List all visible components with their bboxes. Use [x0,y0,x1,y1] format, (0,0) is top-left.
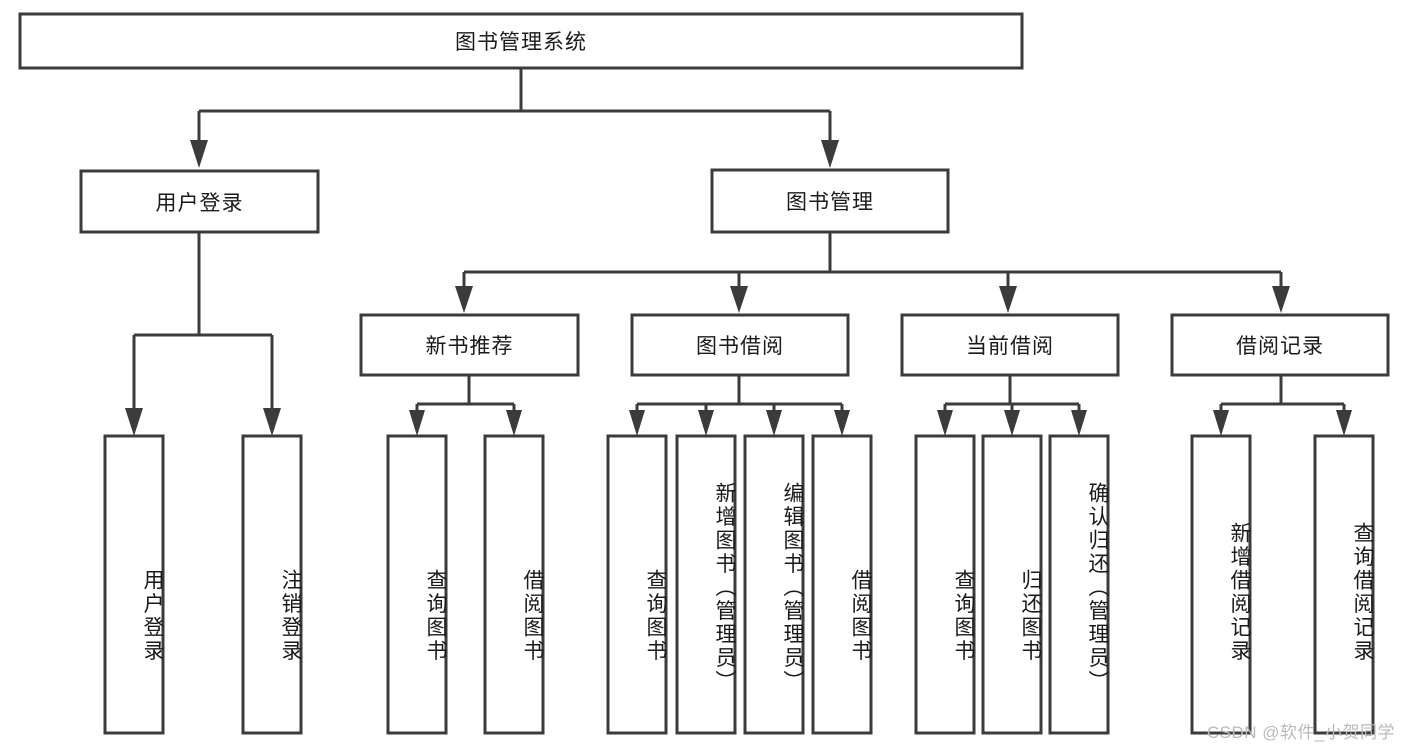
node-box-book-mgmt[interactable] [710,168,950,234]
arrow-head-book-mgmt [821,140,839,168]
arrow-head-leaf-user-login-1 [125,408,143,436]
arrow-head-leaf-user-login-2 [263,408,281,436]
arrow-head-leaf-borrow-record-2 [1336,410,1352,436]
arrow-head-leaf-book-borrow-2 [698,410,714,436]
connector-group-book-mgmt [455,232,1290,313]
arrow-head-user-login [190,140,208,168]
arrow-head-leaf-current-borrow-1 [937,410,953,436]
node-box-leaf-current-borrow-2[interactable] [981,434,1043,735]
node-box-leaf-user-login-1[interactable] [103,434,165,735]
arrow-head-borrow-record [1272,286,1290,313]
node-box-root[interactable] [18,12,1024,70]
node-box-borrow-record[interactable] [1170,313,1390,377]
node-box-leaf-book-borrow-2[interactable] [675,434,737,735]
arrow-head-leaf-new-book-2 [506,410,522,436]
node-box-leaf-current-borrow-1[interactable] [914,434,976,735]
node-box-leaf-book-borrow-4[interactable] [811,434,873,735]
node-box-current-borrow[interactable] [900,313,1120,377]
arrow-head-book-borrow [730,286,748,313]
arrow-head-leaf-current-borrow-2 [1004,410,1020,436]
node-box-leaf-current-borrow-3[interactable] [1048,434,1110,735]
node-box-leaf-user-login-2[interactable] [241,434,303,735]
arrow-head-new-book [455,286,473,313]
arrow-head-leaf-current-borrow-3 [1071,410,1087,436]
node-box-book-borrow[interactable] [630,313,850,377]
connector-group-user-login [125,232,281,436]
connector-group-borrow-record [1213,375,1352,436]
node-box-leaf-borrow-record-1[interactable] [1190,434,1252,735]
node-box-leaf-new-book-2[interactable] [483,434,545,735]
arrow-head-leaf-book-borrow-4 [834,410,850,436]
arrow-head-current-borrow [999,286,1017,313]
arrow-head-leaf-book-borrow-1 [629,410,645,436]
connector-group-new-book [409,375,522,436]
connector-group-book-borrow [629,375,850,436]
connector-group-root [190,68,839,168]
connector-group-current-borrow [937,375,1087,436]
node-box-leaf-borrow-record-2[interactable] [1313,434,1375,735]
node-box-leaf-book-borrow-3[interactable] [743,434,805,735]
node-box-leaf-new-book-1[interactable] [386,434,448,735]
node-box-leaf-book-borrow-1[interactable] [606,434,668,735]
arrow-head-leaf-book-borrow-3 [766,410,782,436]
arrow-head-leaf-new-book-1 [409,410,425,436]
arrow-head-leaf-borrow-record-1 [1213,410,1229,436]
node-box-new-book[interactable] [359,313,580,377]
node-box-user-login[interactable] [79,169,320,234]
